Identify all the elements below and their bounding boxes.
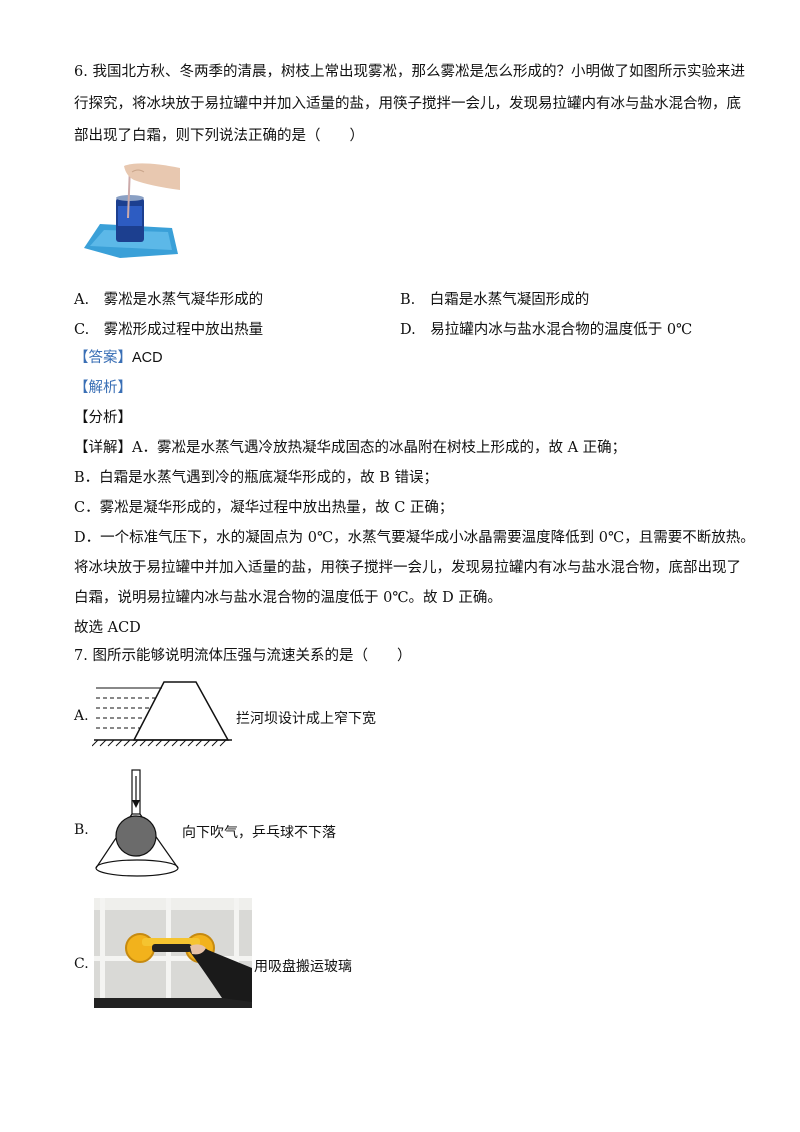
q7-option-a-text: 拦河坝设计成上窄下宽 <box>236 711 376 727</box>
detail-line-7: 故选 ACD <box>74 620 141 636</box>
answer-row: 【答案】ACD <box>74 348 163 368</box>
q6-option-c: C. 雾凇形成过程中放出热量 <box>74 322 264 338</box>
q6-option-a: A. 雾凇是水蒸气凝华形成的 <box>74 292 264 308</box>
fenxi-tag: 【分析】 <box>74 410 132 426</box>
detail-line-5: 将冰块放于易拉罐中并加入适量的盐，用筷子搅拌一会儿，发现易拉罐内有冰与盐水混合物… <box>74 560 741 576</box>
detail-line-6: 白霜，说明易拉罐内冰与盐水混合物的温度低于 0℃。故 D 正确。 <box>74 590 502 606</box>
detail-line-4: D．一个标准气压下，水的凝固点为 0℃，水蒸气要凝华成小冰晶需要温度降低到 0℃… <box>74 530 755 546</box>
q6-stem-line-1: 6. 我国北方秋、冬两季的清晨，树枝上常出现雾凇，那么雾凇是怎么形成的？小明做了… <box>74 64 745 80</box>
q6-stem-line-2: 行探究，将冰块放于易拉罐中并加入适量的盐，用筷子搅拌一会儿，发现易拉罐内有冰与盐… <box>74 96 741 112</box>
detail-line-3: C．雾凇是凝华形成的，凝华过程中放出热量，故 C 正确； <box>74 500 454 516</box>
q7-option-c-text: 用吸盘搬运玻璃 <box>254 959 352 975</box>
q7-option-b-text: 向下吹气，乒乓球不下落 <box>182 825 336 841</box>
q6-option-d: D. 易拉罐内冰与盐水混合物的温度低于 0℃ <box>400 322 693 338</box>
q6-stem-line-3: 部出现了白霜，则下列说法正确的是（ ） <box>74 128 364 144</box>
detail-line-1: 【详解】A．雾凇是水蒸气遇冷放热凝华成固态的冰晶附在树枝上形成的，故 A 正确； <box>74 440 627 456</box>
q7-option-a-letter: A. <box>74 708 89 724</box>
q7-option-b-letter: B. <box>74 822 89 838</box>
answer-tag: 【答案】 <box>74 350 132 366</box>
suction-cup-photo <box>94 898 252 1008</box>
detail-line-2: B．白霜是水蒸气遇到冷的瓶底凝华形成的，故 B 错误； <box>74 470 439 486</box>
answer-value: ACD <box>132 350 163 366</box>
q6-option-b: B. 白霜是水蒸气凝固形成的 <box>400 292 590 308</box>
q7-stem: 7. 图所示能够说明流体压强与流速关系的是（ ） <box>74 648 412 664</box>
funnel-ball-diagram <box>95 769 179 877</box>
can-experiment-photo <box>84 163 180 258</box>
analysis-tag: 【解析】 <box>74 380 132 396</box>
q7-option-c-letter: C. <box>74 956 89 972</box>
dam-diagram <box>92 681 232 747</box>
